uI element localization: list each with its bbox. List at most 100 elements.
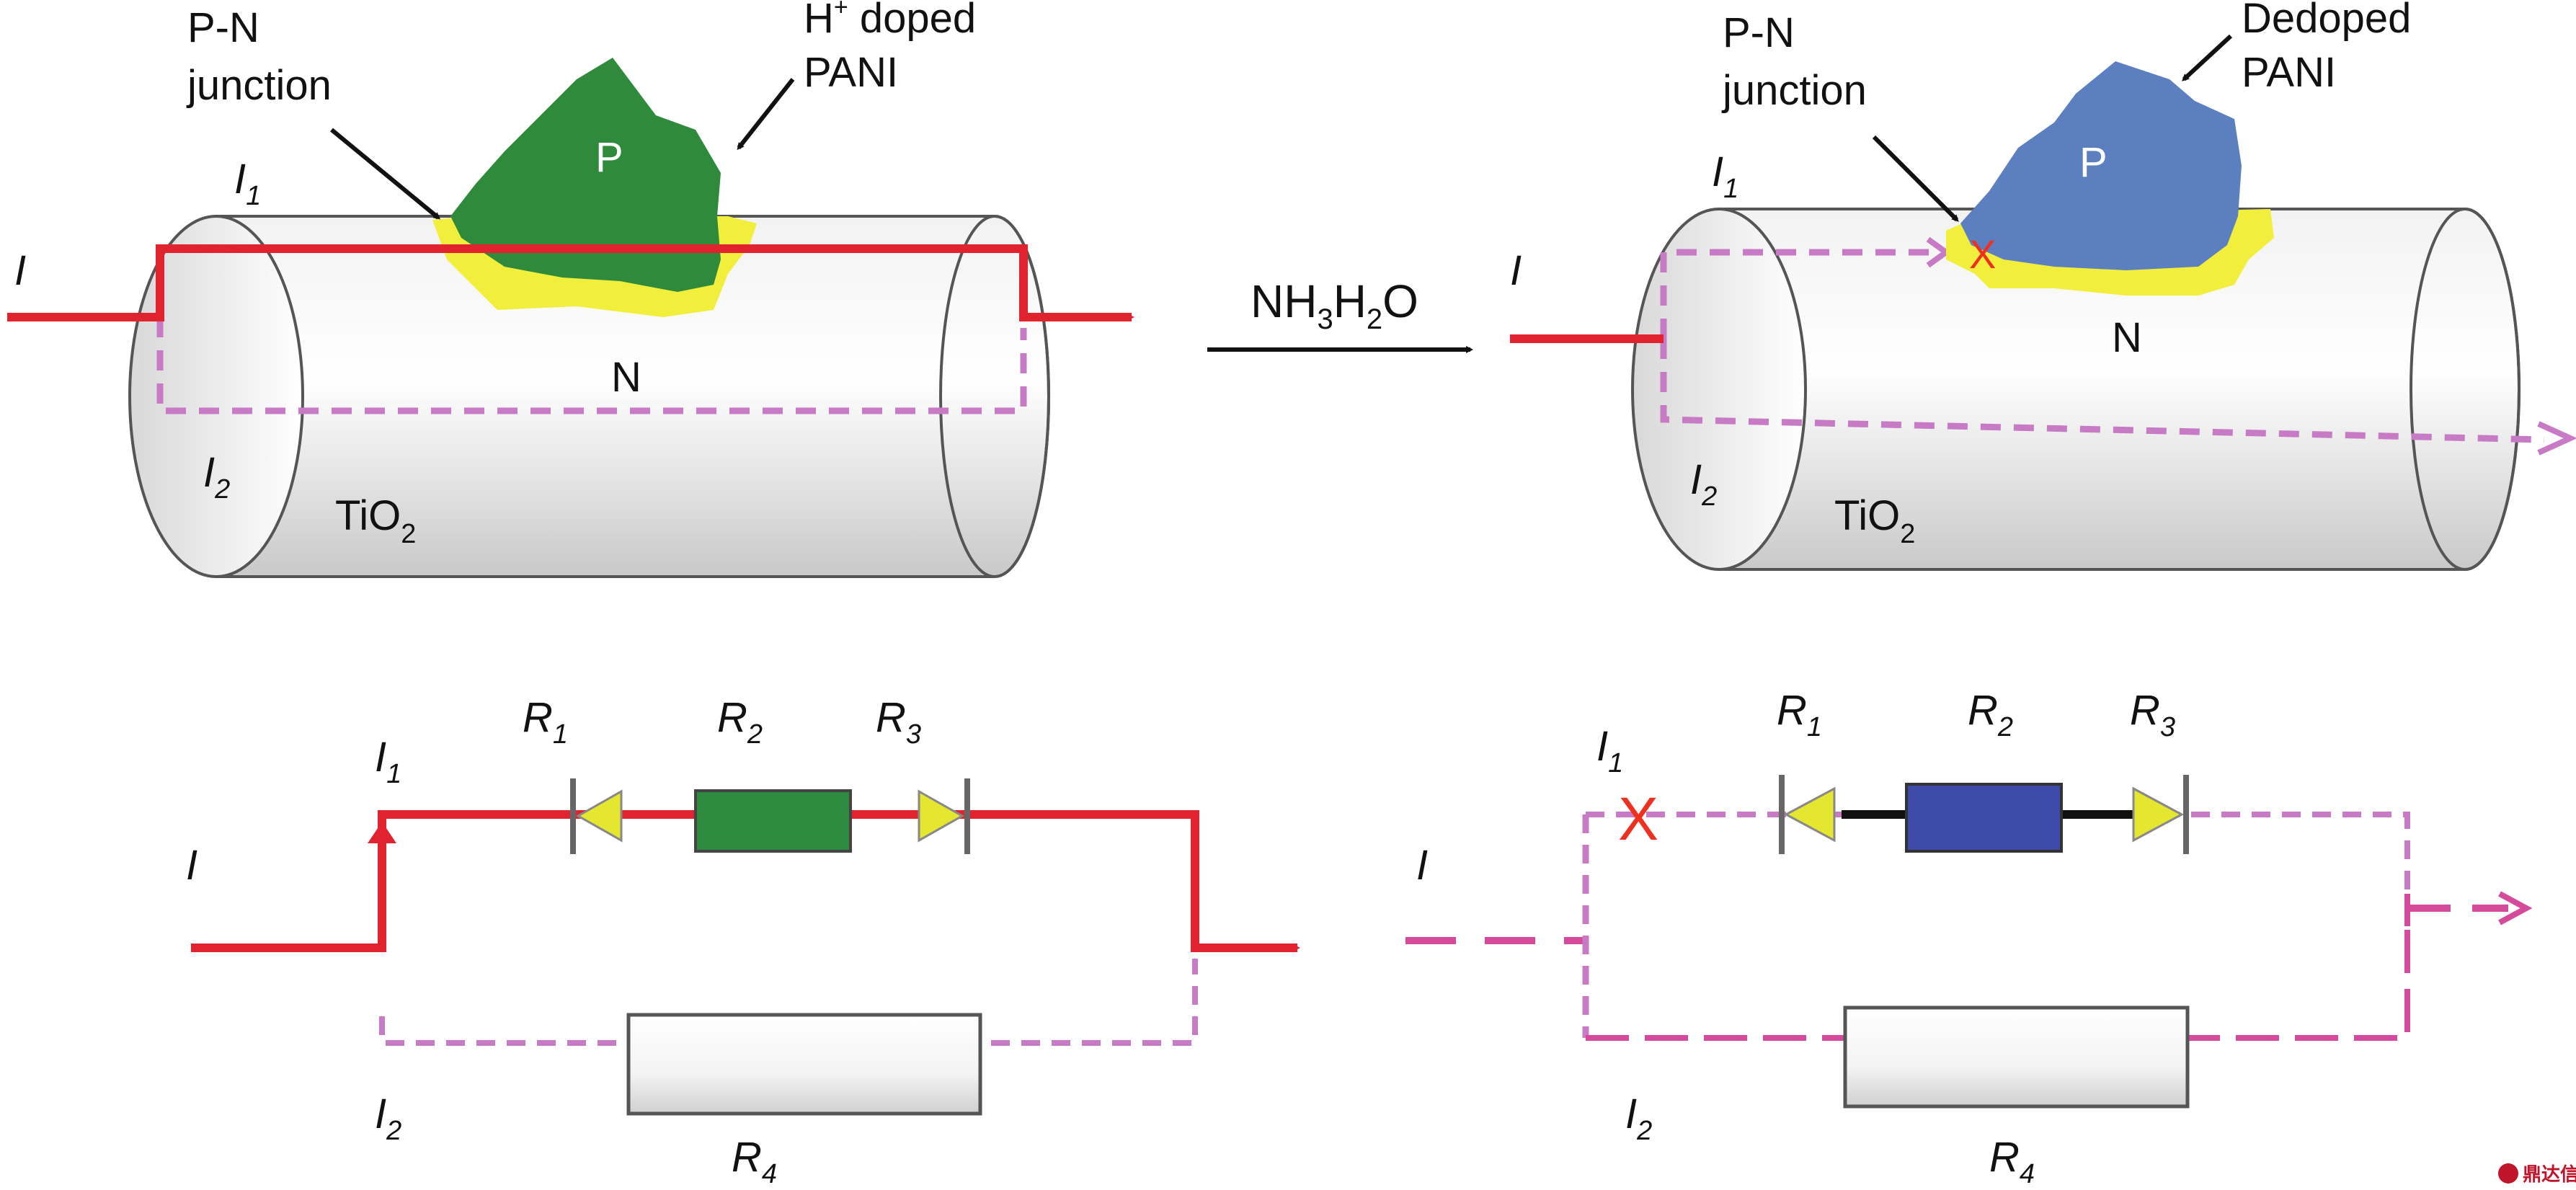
left-nanotube-panel: P-N junction H+ doped PANI P N I I1 I2 T…	[7, 0, 1134, 578]
right-i1-base: I	[1712, 148, 1723, 195]
left-r1-triangle	[575, 789, 623, 843]
right-equivalent-circuit: X I I1 I2 R1 R2 R3 R4	[1405, 687, 2533, 1189]
right-r3-triangle	[2132, 786, 2185, 843]
right-junction-block-mark: X	[1969, 231, 1996, 277]
right-circuit-r3-sub: 3	[2160, 712, 2175, 742]
right-i1-blocked-path	[1660, 249, 1946, 339]
left-pani-pointer-arrow	[737, 78, 795, 151]
reagent-label: NH3H2O	[1251, 275, 1418, 335]
right-i2-sub: 2	[1701, 481, 1717, 512]
left-r4-resistor	[626, 1013, 982, 1116]
left-r3-triangle	[918, 789, 965, 843]
right-circuit-r4-base: R	[1989, 1134, 2020, 1181]
right-i1-sub: 1	[1723, 174, 1738, 204]
right-circuit-i1-sub: 1	[1608, 748, 1623, 778]
left-circuit-i2-sub: 2	[386, 1116, 401, 1146]
right-tio2-base: TiO	[1834, 492, 1900, 539]
left-circuit-i1-sub: 1	[386, 759, 401, 789]
left-circuit-r2-sub: 2	[747, 719, 763, 750]
left-circuit-i: I	[186, 842, 197, 889]
right-nanotube-panel: X P-N junction Dedoped PANI P N I I1 I2 …	[1510, 0, 2576, 571]
left-circuit-i2: I2	[375, 1091, 401, 1146]
right-circuit-output-arrowhead	[2498, 891, 2533, 925]
right-circuit-block-mark: X	[1618, 785, 1658, 853]
left-pani-label-line1: H+ doped	[804, 0, 976, 42]
left-tio2-sub: 2	[401, 519, 416, 549]
right-circuit-r2: R2	[1968, 687, 2013, 742]
right-circuit-r1-sub: 1	[1807, 712, 1822, 742]
left-tio2-base: TiO	[335, 492, 401, 539]
reagent-sub-3: 3	[1317, 303, 1333, 335]
right-circuit-i2: I2	[1625, 1091, 1652, 1146]
right-circuit-r1: R1	[1777, 687, 1822, 742]
right-pani-pointer-arrow	[2182, 34, 2233, 81]
right-circuit-r4: R4	[1989, 1134, 2035, 1189]
watermark-logo-icon	[2498, 1163, 2518, 1184]
left-r2-resistor	[694, 789, 852, 853]
left-circuit-r2-base: R	[717, 694, 747, 741]
right-dedoped-pani-p	[1960, 61, 2242, 270]
left-tio2-label: TiO2	[335, 492, 416, 549]
left-pani-h: H	[804, 0, 834, 42]
left-r3-diode	[918, 778, 970, 854]
reagent-nh: NH	[1251, 275, 1317, 327]
right-circuit-r3-base: R	[2130, 687, 2160, 734]
left-i1-sub: 1	[246, 181, 261, 211]
left-doped-pani-p	[450, 58, 721, 292]
watermark-text: 鼎达信	[2523, 1163, 2576, 1185]
watermark: 鼎达信	[2498, 1163, 2576, 1185]
left-circuit-r2: R2	[717, 694, 763, 750]
right-circuit-r3: R3	[2130, 687, 2175, 742]
right-pn-label-line1: P-N	[1723, 9, 1795, 56]
left-circuit-r1-base: R	[523, 694, 553, 741]
right-r4-resistor	[1843, 1005, 2190, 1109]
left-p-label: P	[595, 134, 623, 181]
left-i1-current-path	[7, 244, 1134, 321]
right-cylinder-front-cap	[1631, 208, 1807, 571]
left-n-label: N	[611, 354, 641, 401]
right-i2-base: I	[1690, 456, 1702, 503]
right-i2-arrowhead	[2537, 421, 2576, 456]
left-circuit-r4: R4	[732, 1134, 777, 1189]
left-circuit-r3-base: R	[876, 694, 906, 741]
right-tio2-label: TiO2	[1834, 492, 1915, 549]
left-pn-label-line2: junction	[186, 62, 332, 109]
left-pn-pointer-arrow	[330, 128, 441, 220]
left-circuit-i1: I1	[375, 734, 401, 789]
reagent-o: O	[1382, 275, 1418, 327]
right-pani-label-line1: Dedoped	[2242, 0, 2411, 42]
right-cylinder-right-end	[2410, 208, 2521, 571]
right-pn-label-line2: junction	[1721, 67, 1867, 114]
left-i1-base: I	[234, 156, 246, 203]
right-circuit-r4-sub: 4	[2020, 1159, 2035, 1189]
left-circuit-r3-sub: 3	[906, 719, 921, 750]
right-i2-label: I2	[1690, 456, 1717, 512]
left-current-i: I	[14, 247, 26, 294]
left-i1-label: I1	[234, 156, 261, 211]
left-i2-sub: 2	[214, 474, 230, 505]
right-r3-diode	[2132, 775, 2189, 854]
reagent-sub-2: 2	[1367, 303, 1382, 335]
left-pani-label-line2: PANI	[804, 49, 898, 96]
right-circuit-i2-base: I	[1625, 1091, 1637, 1137]
right-r1-diode	[1779, 775, 1836, 854]
right-circuit-i1: I1	[1596, 723, 1623, 778]
left-circuit-r1-sub: 1	[553, 719, 568, 750]
left-circuit-up-arrow	[368, 822, 396, 843]
right-n-label: N	[2112, 314, 2142, 361]
left-pani-plus: +	[834, 0, 848, 21]
right-p-label: P	[2079, 139, 2108, 186]
right-current-i: I	[1510, 247, 1522, 294]
right-circuit-i1-base: I	[1596, 723, 1608, 770]
right-pani-label-line2: PANI	[2242, 49, 2336, 96]
left-pn-label-line1: P-N	[187, 4, 259, 51]
right-circuit-r2-base: R	[1968, 687, 1998, 734]
left-circuit-r3: R3	[876, 694, 921, 750]
left-pani-doped: doped	[848, 0, 976, 42]
left-circuit-r1: R1	[523, 694, 568, 750]
right-circuit-i2-sub: 2	[1636, 1116, 1652, 1146]
left-i2-label: I2	[203, 449, 230, 505]
right-circuit-r1-base: R	[1777, 687, 1807, 734]
left-equivalent-circuit: I I1 I2 R1 R2 R3 R4	[186, 694, 1300, 1189]
